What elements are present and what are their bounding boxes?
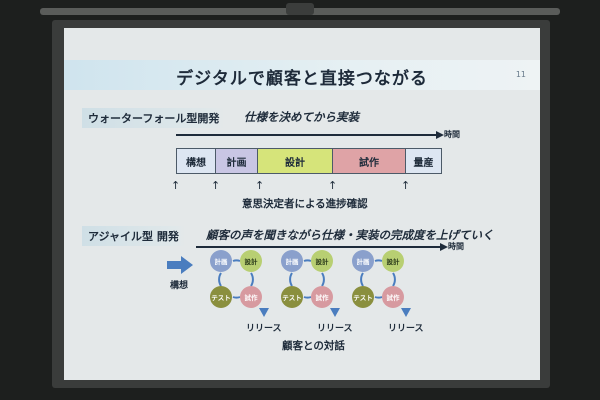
checkpoint-arrow: ↑ bbox=[255, 179, 265, 192]
waterfall-subtitle: 仕様を決めてから実装 bbox=[244, 110, 359, 124]
cycle-plan: 計画 bbox=[210, 250, 232, 272]
cycle-design: 設計 bbox=[382, 250, 404, 272]
title-banner bbox=[64, 60, 540, 90]
cycle-test: テスト bbox=[210, 286, 232, 308]
release-arrow-icon bbox=[330, 308, 340, 317]
iteration-cycle: 計画 設計 テスト 試作 bbox=[275, 250, 345, 320]
slide-title: デジタルで顧客と直接つながる bbox=[176, 69, 428, 89]
iteration-cycle: 計画 設計 テスト 試作 bbox=[346, 250, 416, 320]
waterfall-axis-arrowhead bbox=[436, 131, 444, 139]
cycle-build: 試作 bbox=[382, 286, 404, 308]
cycle-test: テスト bbox=[352, 286, 374, 308]
customer-dialogue-caption: 顧客との対話 bbox=[282, 340, 345, 352]
checkpoint-arrow: ↑ bbox=[211, 179, 221, 192]
release-label: リリース bbox=[388, 324, 424, 334]
cycle-arrows-icon bbox=[289, 259, 325, 299]
page-number: 11 bbox=[515, 70, 526, 79]
phase-mass-production: 量産 bbox=[406, 149, 441, 173]
checkpoint-arrow: ↑ bbox=[328, 179, 338, 192]
start-label: 構想 bbox=[170, 281, 189, 291]
cycle-design: 設計 bbox=[311, 250, 333, 272]
checkpoint-arrow: ↑ bbox=[171, 179, 181, 192]
release-label: リリース bbox=[317, 324, 353, 334]
checkpoint-arrow: ↑ bbox=[401, 179, 411, 192]
agile-subtitle: 顧客の声を聞きながら仕様・実装の完成度を上げていく bbox=[206, 228, 494, 242]
cycle-arrows-icon bbox=[360, 259, 396, 299]
agile-axis-arrowhead bbox=[440, 243, 448, 251]
phase-concept: 構想 bbox=[177, 149, 216, 173]
waterfall-section-label: ウォーターフォール型開発 bbox=[82, 108, 226, 128]
cycle-plan: 計画 bbox=[281, 250, 303, 272]
phase-plan: 計画 bbox=[216, 149, 258, 173]
waterfall-phase-bar: 構想 計画 設計 試作 量産 bbox=[176, 148, 442, 174]
cycle-plan: 計画 bbox=[352, 250, 374, 272]
cycle-test: テスト bbox=[281, 286, 303, 308]
agile-time-axis bbox=[196, 246, 442, 248]
cycle-arrows-icon bbox=[218, 259, 254, 299]
checkpoint-caption: 意思決定者による進捗確認 bbox=[242, 198, 368, 210]
waterfall-axis-label: 時間 bbox=[444, 130, 460, 139]
release-label: リリース bbox=[246, 324, 282, 334]
phase-design: 設計 bbox=[258, 149, 333, 173]
release-arrow-icon bbox=[259, 308, 269, 317]
presentation-slide: デジタルで顧客と直接つながる 11 ウォーターフォール型開発 仕様を決めてから実… bbox=[64, 28, 540, 380]
phase-prototype: 試作 bbox=[333, 149, 406, 173]
agile-section-label: アジャイル型 開発 bbox=[82, 226, 185, 246]
agile-axis-label: 時間 bbox=[448, 242, 464, 251]
waterfall-time-axis bbox=[176, 134, 438, 136]
cycle-design: 設計 bbox=[240, 250, 262, 272]
release-arrow-icon bbox=[401, 308, 411, 317]
cycle-build: 試作 bbox=[311, 286, 333, 308]
iteration-cycle: 計画 設計 テスト 試作 bbox=[204, 250, 274, 320]
projector-mount-joint bbox=[286, 3, 314, 15]
cycle-build: 試作 bbox=[240, 286, 262, 308]
start-arrow-icon bbox=[167, 256, 193, 274]
